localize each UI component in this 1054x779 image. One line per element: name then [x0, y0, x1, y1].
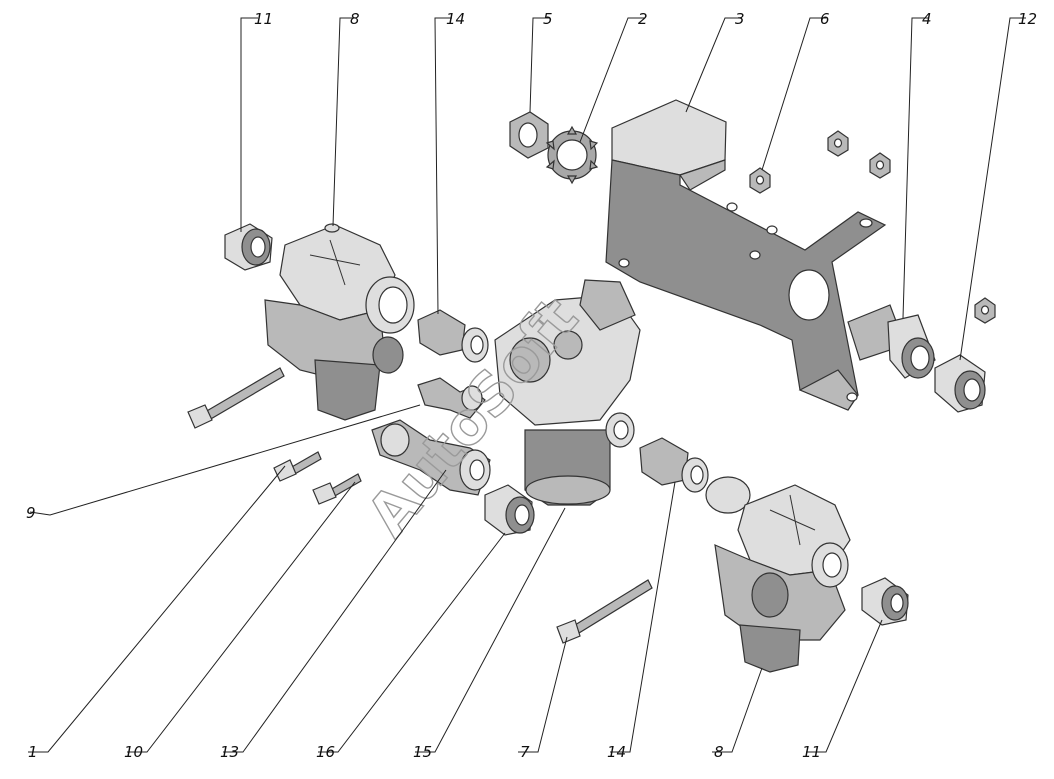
central-valve-part-15	[494, 279, 641, 506]
angle-fitting-part-9	[417, 377, 486, 419]
callout-11-upper: 11	[254, 10, 273, 28]
callout-8-upper: 8	[350, 10, 360, 28]
callout-14-upper: 14	[446, 10, 465, 28]
threaded-fitting-part-14-upper	[417, 309, 489, 363]
small-nuts-part-6	[749, 130, 996, 324]
callout-5: 5	[543, 10, 553, 28]
callout-13: 13	[220, 743, 239, 761]
bolt-part-1	[273, 451, 322, 482]
leader-lines	[28, 17, 1026, 753]
callout-7: 7	[520, 743, 530, 761]
callout-12: 12	[1018, 10, 1037, 28]
callout-10: 10	[124, 743, 143, 761]
callout-6: 6	[820, 10, 830, 28]
sleeve-part-16	[484, 484, 535, 536]
callout-14-lower: 14	[607, 743, 626, 761]
callout-1: 1	[28, 743, 38, 761]
callout-15: 15	[413, 743, 432, 761]
lock-washer-part-2	[545, 125, 599, 185]
sleeve-part-11-upper	[224, 223, 273, 271]
bolt-short	[312, 473, 362, 505]
callout-16: 16	[316, 743, 335, 761]
sleeve-part-12	[934, 354, 986, 413]
fitting-part-4	[847, 304, 936, 379]
bolt-long-upper	[187, 367, 285, 429]
bolt-part-7	[556, 579, 653, 644]
callout-8-lower: 8	[714, 743, 724, 761]
angle-fitting-part-10	[371, 419, 491, 496]
callout-2: 2	[638, 10, 648, 28]
bracket-part-3	[605, 99, 887, 411]
nut-part-5	[509, 111, 549, 159]
callout-4: 4	[922, 10, 932, 28]
sleeve-part-11-lower	[861, 577, 909, 626]
callout-3: 3	[735, 10, 745, 28]
threaded-fitting-part-14-lower	[639, 437, 709, 493]
callout-11-lower: 11	[802, 743, 821, 761]
callout-9: 9	[26, 504, 36, 522]
callout-labels: 11 8 14 5 2 3 6 4 12 9 1 10 13 16 15 7 1…	[26, 10, 1037, 761]
valve-body-part-8-upper	[264, 223, 415, 421]
valve-body-part-8-lower	[705, 476, 851, 673]
